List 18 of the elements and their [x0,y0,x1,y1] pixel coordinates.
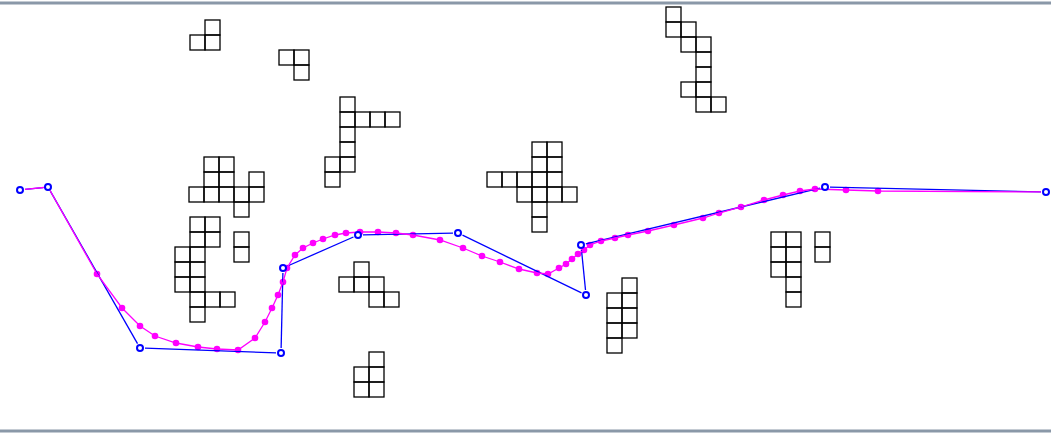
path-segment [280,272,284,349]
waypoint-marker [136,344,144,352]
path-segment [362,232,454,236]
path-segment [580,249,587,291]
path-segment [461,234,583,294]
waypoint-marker [279,264,287,272]
path-segment [144,347,277,354]
path-segment [24,186,1042,351]
waypoint-marker [582,291,590,299]
waypoint-marker [44,183,52,191]
waypoint-marker [16,186,24,194]
waypoint-marker [277,349,285,357]
waypoint-marker [821,183,829,191]
waypoint-marker [354,231,362,239]
path-segment [286,236,355,267]
waypoint-marker [454,229,462,237]
waypoint-marker [1042,188,1050,196]
waypoint-marker [577,241,585,249]
